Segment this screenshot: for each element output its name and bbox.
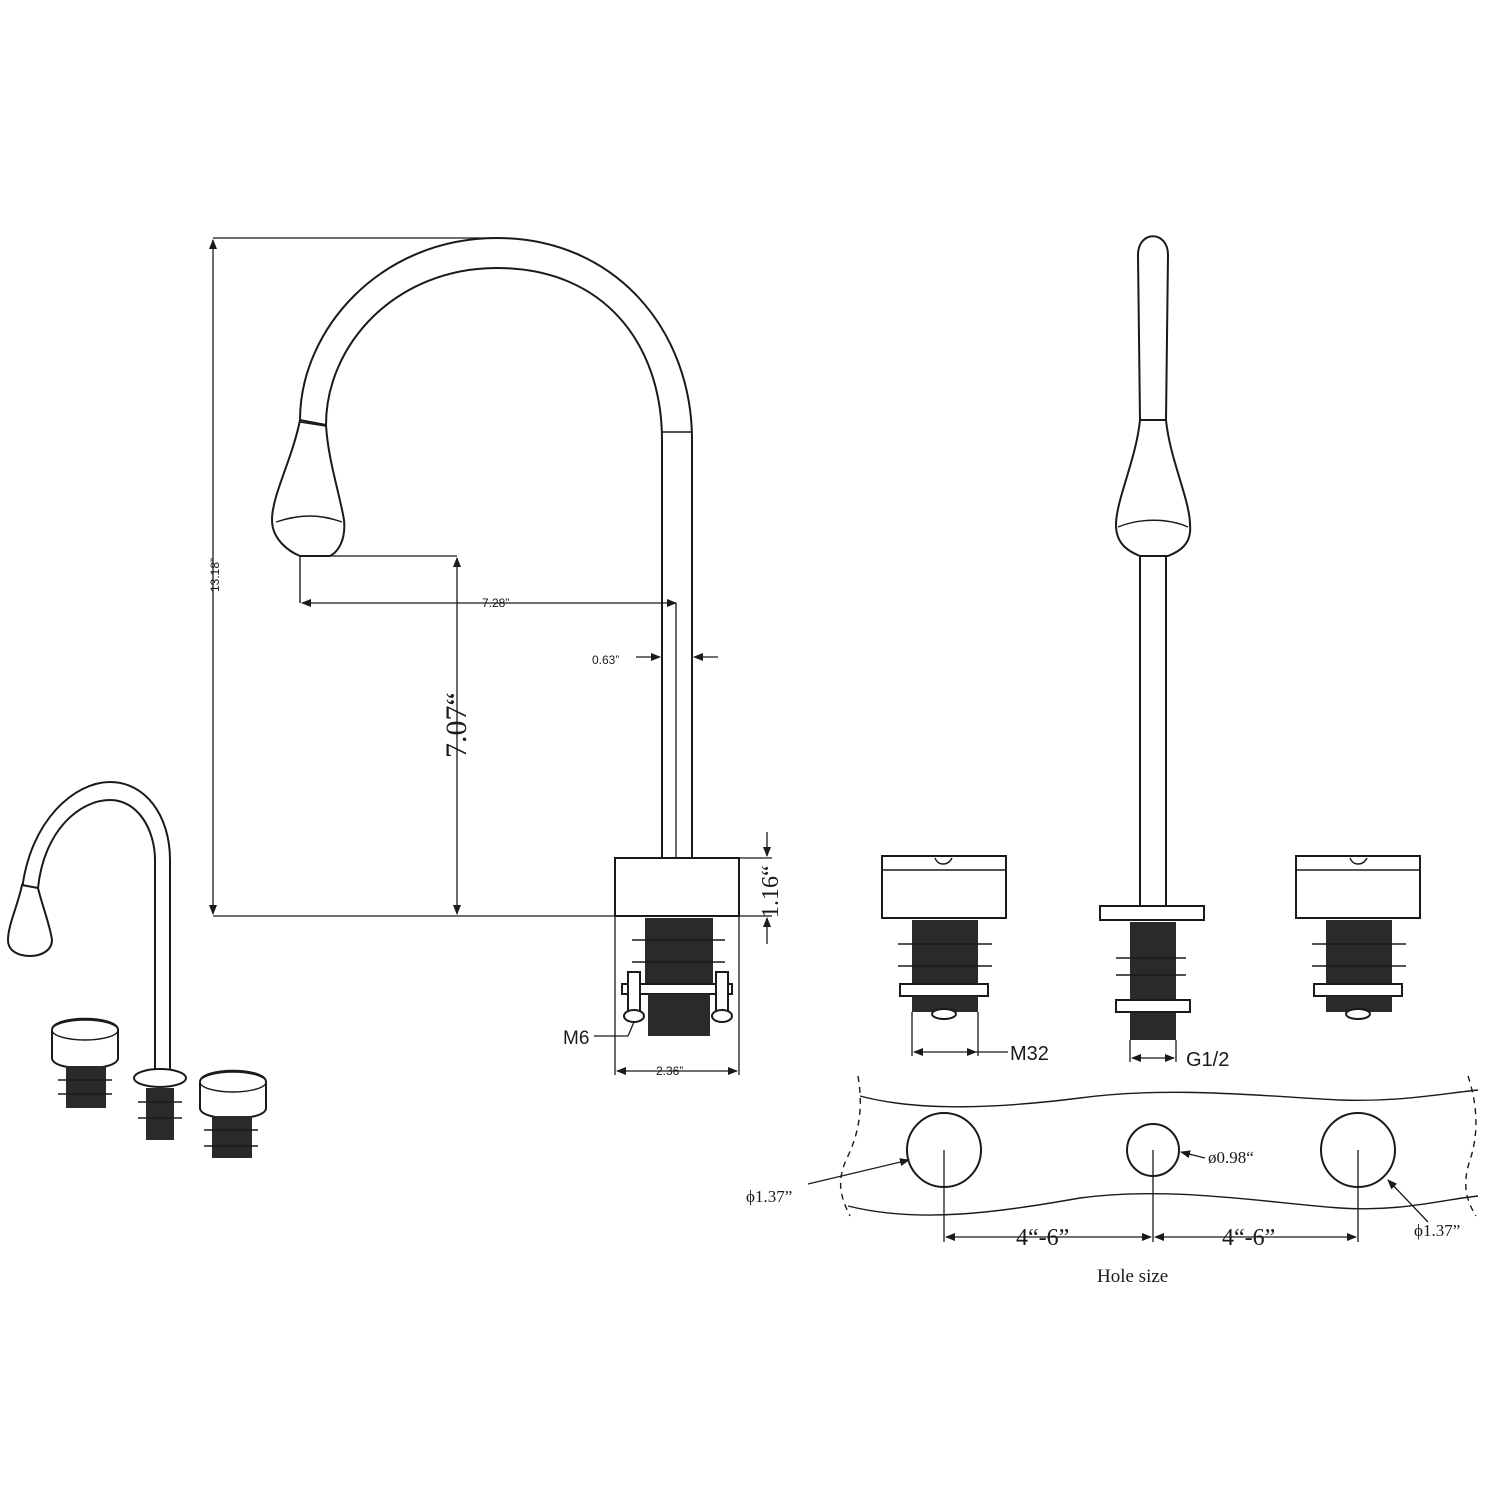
spout-reach-label: 7.28” (482, 596, 509, 610)
perspective-view (6, 780, 267, 1158)
spout-clearance-label: 7.07“ (440, 692, 473, 758)
hole-size-caption: Hole size (1097, 1266, 1168, 1287)
side-view (270, 236, 740, 1036)
base-width-label: 2.36” (656, 1064, 683, 1078)
mount-bolt-label: M6 (563, 1028, 589, 1049)
handle-thread-label: M32 (1010, 1043, 1049, 1065)
right-spacing-label: 4“-6” (1222, 1225, 1275, 1251)
left-hole-diameter-label: ϕ1.37” (746, 1187, 792, 1206)
base-height-label: 1.16“ (758, 865, 784, 918)
front-view (881, 235, 1421, 1040)
side-view-dimensions (209, 237, 772, 1075)
center-hole-diameter-label: ø0.98“ (1208, 1148, 1254, 1167)
right-hole-diameter-label: ϕ1.37” (1414, 1221, 1460, 1240)
spout-diameter-label: 0.63” (592, 653, 619, 667)
spout-thread-label: G1/2 (1186, 1049, 1229, 1071)
front-view-dimensions (911, 1012, 1177, 1062)
left-spacing-label: 4“-6” (1016, 1225, 1069, 1251)
hole-size-panel (807, 1075, 1479, 1242)
overall-height-label: 13.18” (208, 558, 222, 592)
